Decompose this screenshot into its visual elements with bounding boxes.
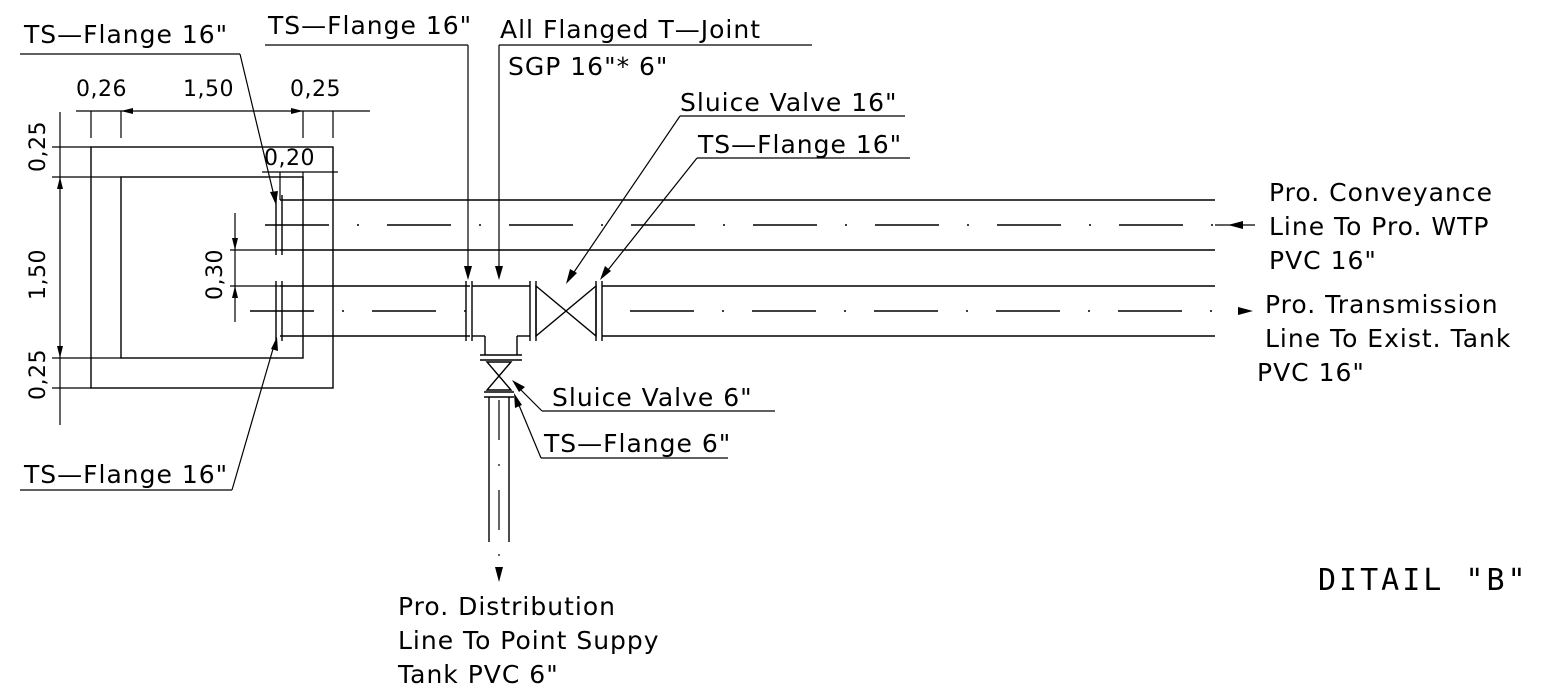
label-distribution-line3: Tank PVC 6": [397, 660, 559, 689]
conveyance-pipe: [265, 195, 1255, 255]
label-conveyance-line1: Pro. Conveyance: [1269, 178, 1493, 207]
sluice-valve-16-right: [564, 284, 597, 338]
dim-arrow-right: [291, 108, 303, 114]
leader-lines: [20, 44, 910, 491]
leader-arrow-flange6: [514, 393, 522, 408]
sluice-valve-6-bottom: [485, 374, 513, 391]
tank: [90, 146, 334, 389]
dim-arrow-spacing-bottom: [232, 286, 238, 298]
label-transmission-line3: PVC 16": [1257, 358, 1365, 387]
left-dimension: 0,25 1,50 0,25: [26, 112, 121, 425]
dim-left-bottom: 0,25: [26, 349, 51, 400]
dim-top-left: 0,26: [76, 77, 127, 102]
dim-arrow-down: [57, 346, 63, 358]
leader-arrow-flange-right: [600, 266, 611, 280]
dim-arrow-up: [57, 177, 63, 189]
dim-pipe-spacing: 0,30: [203, 249, 228, 300]
dim-arrow-left: [121, 108, 133, 114]
dim-inner-gap: 0,20: [264, 146, 315, 171]
tank-outer-wall: [90, 146, 334, 389]
label-ts-flange-16-topleft: TS—Flange 16": [23, 20, 228, 49]
label-transmission-line2: Line To Exist. Tank: [1265, 324, 1511, 353]
label-conveyance-line3: PVC 16": [1269, 246, 1377, 275]
label-sluice-valve-6: Sluice Valve 6": [552, 383, 753, 412]
drawing-title: DITAIL "B": [1318, 563, 1529, 598]
arrow-conveyance: [1228, 221, 1243, 229]
arrow-distribution: [495, 567, 503, 582]
leader-arrow-flange-bottomleft: [271, 337, 278, 351]
leader-arrow-flange-top: [464, 266, 472, 280]
leader-arrow-valve16: [566, 269, 577, 284]
pipe-spacing-dimension: 0,30: [203, 213, 280, 322]
labels: TS—Flange 16" TS—Flange 16" All Flanged …: [23, 11, 1529, 689]
leader-arrow-valve6: [512, 380, 525, 392]
leader-arrow-flange-topleft: [270, 191, 278, 205]
sluice-valve-16-left: [535, 284, 568, 338]
label-ts-flange-6: TS—Flange 6": [543, 429, 731, 458]
top-dimension: 0,26 1,50 0,25: [76, 77, 370, 138]
inner-gap-dimension: 0,20: [262, 146, 338, 200]
transmission-pipe: [250, 281, 1253, 361]
dim-top-middle: 1,50: [183, 77, 234, 102]
label-ts-flange-16-right: TS—Flange 16": [697, 130, 902, 159]
arrow-transmission: [1238, 307, 1253, 315]
label-conveyance-line2: Line To Pro. WTP: [1269, 212, 1490, 241]
label-ts-flange-16-top: TS—Flange 16": [267, 11, 472, 40]
label-tjoint-line2: SGP 16"* 6": [508, 52, 668, 81]
dim-left-middle: 1,50: [26, 249, 51, 300]
label-transmission-line1: Pro. Transmission: [1265, 290, 1499, 319]
sluice-valve-6-top: [485, 361, 513, 378]
leader-arrow-tjoint: [495, 266, 503, 280]
dim-arrow-spacing-top: [232, 238, 238, 250]
label-distribution-line2: Line To Point Suppy: [398, 626, 660, 655]
distribution-pipe: [484, 361, 514, 582]
label-tjoint-line1: All Flanged T—Joint: [500, 15, 761, 44]
dim-top-right: 0,25: [290, 77, 341, 102]
label-sluice-valve-16: Sluice Valve 16": [680, 88, 898, 117]
tank-inner-wall: [120, 176, 304, 359]
label-distribution-line1: Pro. Distribution: [398, 592, 616, 621]
dim-left-top: 0,25: [26, 121, 51, 172]
label-ts-flange-16-bottomleft: TS—Flange 16": [23, 460, 228, 489]
